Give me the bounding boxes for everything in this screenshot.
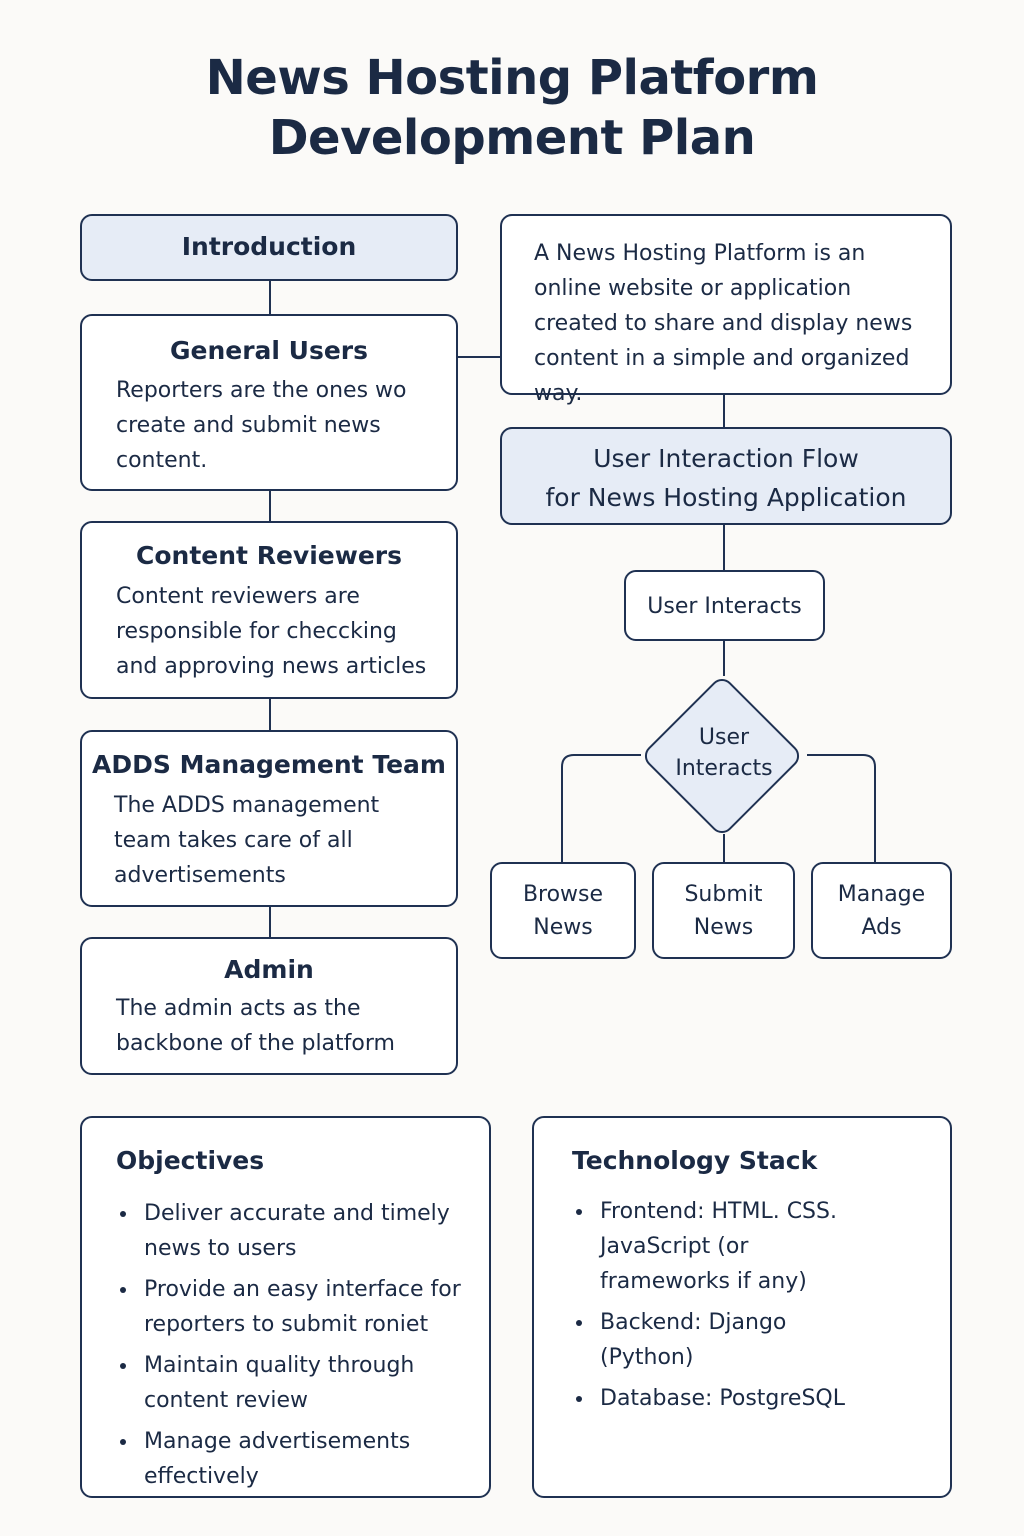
flow-outcome-label: Browse News [492,878,634,944]
technology-item: Database: PostgreSQL [570,1381,880,1416]
connector-decision-to-manage-ads [807,754,876,863]
role-title: ADDS Management Team [92,750,446,779]
flow-title: User Interaction Flow for News Hosting A… [502,439,950,517]
flow-outcome-label-line-1: Browse [522,882,604,907]
flow-title-line-1: User Interaction Flow [593,444,859,473]
flow-decision-label-line-2: Interacts [675,756,773,781]
technology-stack-panel: Technology Stack Frontend: HTML. CSS. Ja… [532,1116,952,1498]
page-title-line-2: Development Plan [268,110,756,166]
objectives-list: Deliver accurate and timely news to user… [114,1196,469,1500]
technology-item: Backend: Django (Python) [570,1305,880,1375]
objective-item: Provide an easy interface for reporters … [114,1272,469,1342]
objective-item: Maintain quality through content review [114,1348,469,1418]
role-box-content-reviewers: Content Reviewers Content reviewers are … [80,521,458,699]
role-box-admin: Admin The admin acts as the backbone of … [80,937,458,1075]
flow-start-node: User Interacts [624,570,825,641]
objective-item: Manage advertisements effectively [114,1424,469,1494]
page-title-line-1: News Hosting Platform [205,50,819,106]
page-title: News Hosting Platform Development Plan [0,48,1024,168]
flow-outcome-label-line-2: Ads [861,915,902,940]
flow-title-line-2: for News Hosting Application [545,483,907,512]
flow-outcome-label: Manage Ads [813,878,950,944]
flow-outcome-label-line-1: Manage [837,882,926,907]
role-title: General Users [169,336,369,365]
role-box-general-users: General Users Reporters are the ones wo … [80,314,458,491]
technology-stack-title: Technology Stack [572,1146,818,1175]
flow-outcome-manage-ads: Manage Ads [811,862,952,959]
flow-decision-label: User Interacts [644,722,804,784]
role-description: The ADDS management team takes care of a… [114,793,380,888]
technology-item: Frontend: HTML. CSS. JavaScript (or fram… [570,1194,880,1299]
role-title: Admin [224,955,314,984]
introduction-description: A News Hosting Platform is an online web… [534,241,913,406]
flow-outcome-submit-news: Submit News [652,862,795,959]
role-box-adds-management-team: ADDS Management Team The ADDS management… [80,730,458,907]
objective-item: Deliver accurate and timely news to user… [114,1196,469,1266]
technology-stack-list: Frontend: HTML. CSS. JavaScript (or fram… [570,1194,880,1422]
role-title: Content Reviewers [136,541,402,570]
flow-outcome-label: Submit News [654,878,793,944]
introduction-description-box: A News Hosting Platform is an online web… [500,214,952,406]
role-description: The admin acts as the backbone of the pl… [116,996,395,1056]
introduction-box: Introduction [80,214,458,281]
role-description: Content reviewers are responsible for ch… [116,584,427,679]
introduction-label: Introduction [181,232,357,261]
flow-decision-label-line-1: User [698,725,750,750]
role-description: Reporters are the ones wo create and sub… [116,378,407,473]
flow-start-node-label: User Interacts [647,594,802,619]
flow-outcome-browse-news: Browse News [490,862,636,959]
objectives-title: Objectives [116,1146,265,1175]
objectives-panel: Objectives Deliver accurate and timely n… [80,1116,491,1498]
flow-outcome-label-line-1: Submit [684,882,763,907]
flow-title-box: User Interaction Flow for News Hosting A… [500,427,952,525]
connector-decision-to-browse-news [561,754,641,863]
flow-outcome-label-line-2: News [693,915,754,940]
flow-outcome-label-line-2: News [533,915,593,940]
